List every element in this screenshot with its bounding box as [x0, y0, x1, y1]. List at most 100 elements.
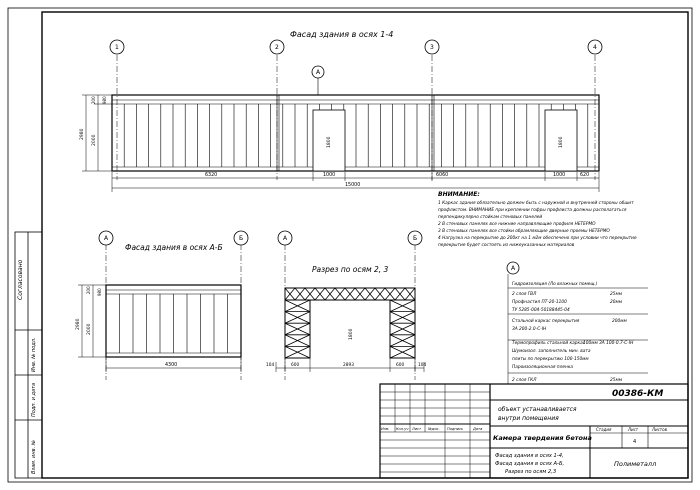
note-line: 4 Нагрузка на перекрытие до 200кг на 1 м…: [438, 235, 637, 241]
truss-diagonal: [374, 287, 386, 301]
title-block: [379, 383, 689, 479]
axis-bubble-4: 4: [587, 39, 603, 55]
truss-diagonal: [344, 287, 356, 301]
axis-bubble-left-a: А: [98, 230, 114, 246]
stamp-col-header: Кол.уч: [396, 427, 408, 431]
span-2: 1000: [323, 172, 335, 178]
stamp-title: Камера твердения бетона: [493, 434, 592, 442]
facade-1-4-title: Фасад здания в осях 1-4: [290, 30, 393, 39]
axis-bubble-section-a: А: [277, 230, 293, 246]
section-width-dims: [275, 358, 425, 372]
section-title: Разрез по осям 2, 3: [312, 265, 389, 274]
stamp-sheet-title-3: Разрез по осям 2,3: [505, 469, 556, 475]
facade-a-b-studs: [105, 294, 242, 353]
spec-line: ТУ 5285-004-50188445-04: [512, 307, 570, 313]
axis-bubble-left-b: Б: [233, 230, 249, 246]
spec-line: Профнастил ПТ-20-1100: [512, 299, 567, 305]
notes-title: ВНИМАНИЕ:: [438, 191, 480, 198]
notes-block: ВНИМАНИЕ: 1 Каркас здания обязательно до…: [438, 191, 637, 248]
spec-marker: А: [506, 261, 520, 275]
stamp-col-header: Изм.: [381, 427, 389, 431]
spec-line: Пароизоляционная пленка: [512, 364, 573, 370]
span-4: 1000: [553, 172, 565, 178]
stamp-col-header: №док.: [427, 427, 440, 431]
left-width: 4300: [165, 362, 177, 368]
column-diagonal: [284, 322, 311, 336]
column-diagonal: [284, 334, 311, 347]
truss-diagonal: [324, 287, 336, 301]
side-label-1: Инв. № подл.: [31, 338, 37, 373]
column-diagonal: [284, 346, 311, 359]
axis-bubble-3: 3: [424, 39, 440, 55]
top-height-4: 980: [102, 96, 107, 104]
door-height-1: 1800: [326, 136, 332, 148]
axis-bubble-section-b: Б: [407, 230, 423, 246]
svg-text:А: А: [283, 235, 288, 242]
sec-dim-2: 600: [291, 362, 299, 368]
stamp-organization: Полиметалл: [614, 460, 656, 468]
spec-line: ЗА 200-2.0-С-IН: [512, 326, 547, 332]
note-line: профлистом. ВНИМАНИЕ при креплении гофры…: [438, 207, 627, 213]
left-height-3: 200: [86, 286, 91, 294]
left-height-2: 2000: [86, 323, 92, 335]
left-height-4: 980: [97, 288, 102, 296]
stamp-object-2: внутри помещения: [498, 415, 559, 422]
spec-value: 25мм: [610, 377, 623, 383]
spec-value: 20мм: [610, 299, 623, 305]
spec-line: 2 слоя ГВЛ: [512, 291, 537, 297]
column-diagonal: [389, 346, 416, 359]
stamp-sheet-number: 4: [633, 439, 636, 445]
svg-text:Б: Б: [239, 235, 243, 242]
stamp-sheet-header: Лист: [627, 427, 639, 432]
section-truss: [284, 287, 416, 359]
door-height-2: 1800: [558, 136, 564, 148]
facade-a-b-title: Фасад здания в осях А-Б: [125, 243, 223, 252]
stamp-sheets-header: Листов: [651, 427, 668, 432]
left-height-dims: [78, 284, 106, 358]
section-height: 1800: [348, 328, 354, 340]
spec-line: Шумоизол. заполнитель мин. вата: [512, 348, 591, 354]
truss-diagonal: [364, 287, 376, 301]
spec-line: плиты по перекрытию 100-150мм: [512, 356, 589, 362]
spec-line: 2 слоя ГКЛ: [512, 377, 537, 383]
truss-diagonal: [394, 287, 406, 301]
stamp-col-header: Подпись: [447, 427, 463, 431]
stamp-stage-header: Стадия: [596, 427, 612, 432]
svg-text:А: А: [511, 265, 516, 272]
truss-diagonal: [314, 287, 326, 301]
door-openings-top: [312, 109, 578, 172]
column-diagonal: [284, 299, 311, 312]
top-height-total: 2980: [79, 128, 85, 140]
spec-value: 25мм: [610, 291, 623, 297]
outer-frame: [7, 7, 693, 483]
svg-text:А: А: [316, 69, 321, 76]
truss-diagonal: [404, 287, 416, 301]
stamp-col-header: Лист: [411, 427, 422, 431]
column-diagonal: [389, 322, 416, 336]
truss-diagonal: [284, 287, 296, 301]
column-diagonal: [389, 334, 416, 347]
svg-text:4: 4: [593, 44, 597, 51]
sec-dim-5: 104: [418, 362, 426, 368]
note-line: 2 В стеновых панелях все нижние направля…: [438, 221, 596, 227]
column-diagonal: [389, 299, 416, 312]
section-marker-a: А: [311, 65, 325, 95]
span-3: 6060: [436, 172, 448, 178]
spec-value: 200мм: [612, 318, 627, 324]
spec-line: Гидроизоляция (Ло влажных помещ.): [512, 281, 598, 287]
sec-dim-3: 2893: [343, 362, 354, 368]
svg-text:Б: Б: [413, 235, 417, 242]
spec-line: Термопрофиль стальной каркас: [512, 340, 586, 346]
truss-diagonal: [334, 287, 346, 301]
stamp-code: 00386-КМ: [612, 389, 663, 399]
sec-dim-4: 600: [396, 362, 404, 368]
side-agreed-label: Согласовано: [17, 259, 24, 300]
top-width-dims: [111, 172, 600, 192]
svg-text:А: А: [104, 235, 109, 242]
truss-diagonal: [354, 287, 366, 301]
top-height-3: 200: [91, 96, 96, 104]
axis-bubble-2: 2: [269, 39, 285, 55]
side-label-2: Подп. и дата: [31, 383, 37, 417]
side-strip: [14, 231, 43, 479]
note-line: 1 Каркас здания обязательно должен быть …: [438, 200, 634, 206]
